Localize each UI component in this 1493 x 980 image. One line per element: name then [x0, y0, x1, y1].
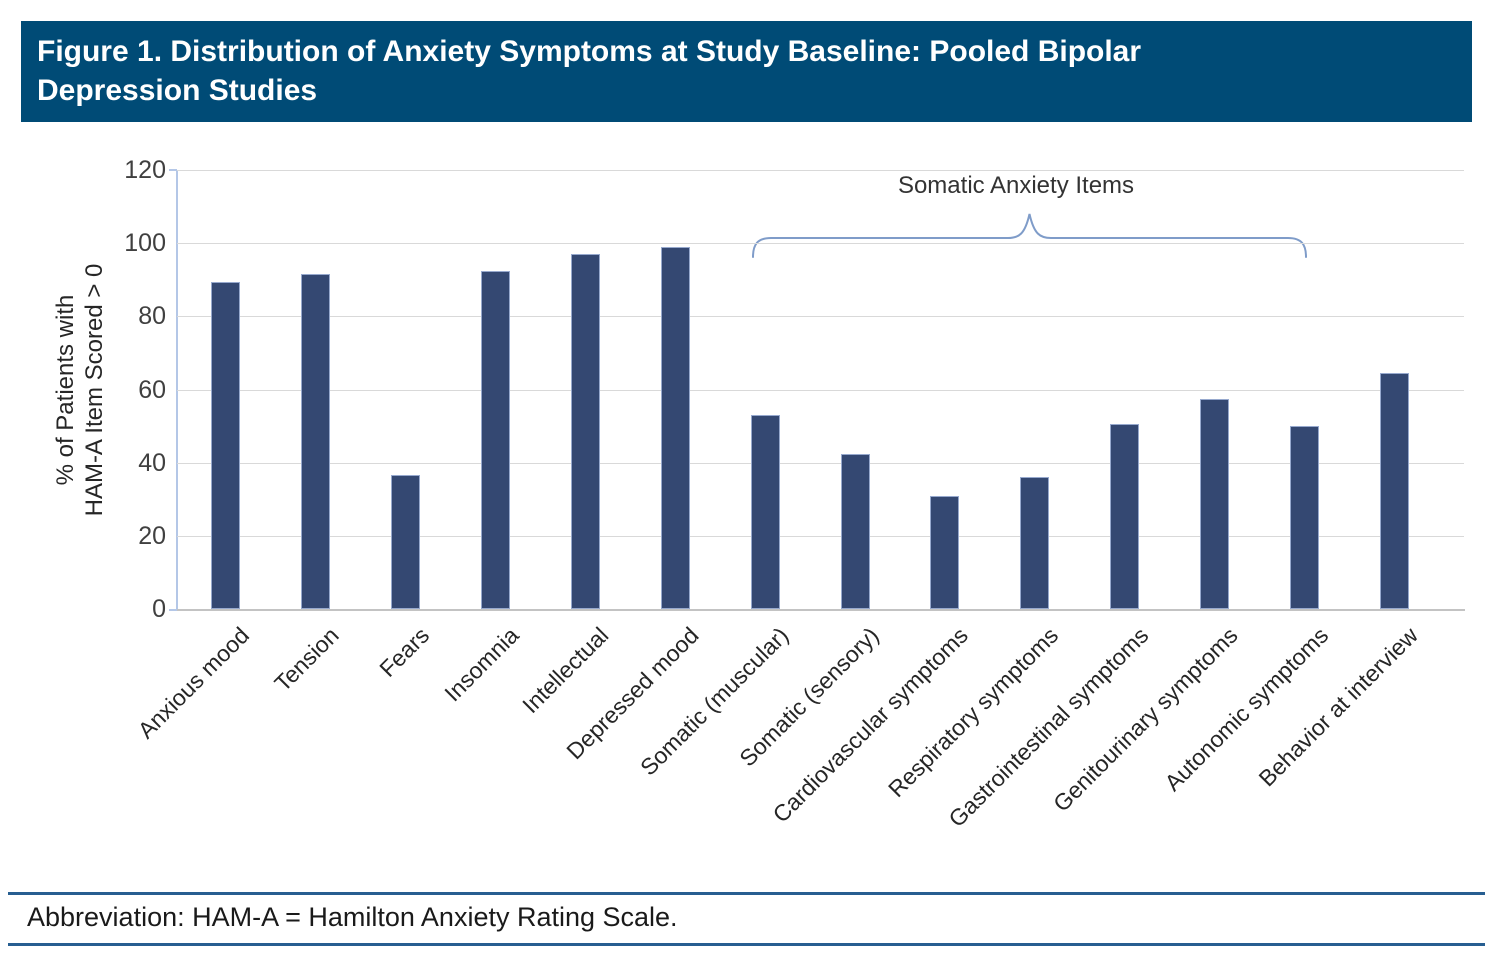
bar-genitourinary-symptoms — [1200, 398, 1230, 609]
y-tick-label-120: 120 — [124, 156, 166, 184]
bar-insomnia — [480, 270, 510, 609]
y-tick-label-40: 40 — [138, 448, 166, 477]
x-label-autonomic-symptoms: Autonomic symptoms — [1159, 622, 1334, 796]
x-label-genitourinary-symptoms: Genitourinary symptoms — [1048, 622, 1244, 817]
y-tick-label-20: 20 — [138, 521, 166, 550]
gridline-60 — [177, 389, 1464, 391]
y-tickmark-120 — [169, 169, 177, 171]
bar-somatic-muscular — [750, 415, 780, 609]
brace-path — [752, 213, 1307, 258]
x-label-respiratory-symptoms: Respiratory symptoms — [883, 622, 1064, 803]
bar-intellectual — [570, 254, 600, 609]
y-tick-label-80: 80 — [138, 302, 166, 331]
x-label-tension: Tension — [269, 622, 344, 697]
somatic-items-brace — [752, 213, 1307, 258]
bar-somatic-sensory — [840, 453, 870, 609]
bar-respiratory-symptoms — [1020, 477, 1050, 609]
gridline-100 — [177, 243, 1464, 245]
y-tickmark-0 — [169, 609, 177, 611]
abbreviation-note: Abbreviation: HAM-A = Hamilton Anxiety R… — [27, 902, 678, 932]
somatic-anxiety-items-label: Somatic Anxiety Items — [897, 172, 1135, 199]
bar-behavior-at-interview — [1380, 373, 1410, 609]
x-label-insomnia: Insomnia — [439, 622, 524, 707]
bar-cardiovascular-symptoms — [930, 495, 960, 609]
gridline-40 — [177, 462, 1464, 464]
y-tick-label-60: 60 — [138, 375, 166, 404]
x-label-anxious-mood: Anxious mood — [132, 622, 254, 744]
x-label-somatic-muscular: Somatic (muscular) — [635, 622, 794, 781]
bar-depressed-mood — [660, 246, 690, 609]
x-axis-line — [176, 609, 1465, 611]
bar-fears — [390, 475, 420, 609]
gridline-120 — [177, 170, 1464, 171]
figure-title-line-2: Depression Studies — [37, 74, 318, 107]
bar-anxious-mood — [211, 281, 240, 609]
figure-title-line-1: Figure 1. Distribution of Anxiety Sympto… — [37, 35, 1142, 68]
gridline-80 — [177, 316, 1464, 318]
x-label-intellectual: Intellectual — [517, 622, 614, 719]
figure-title-bar: Figure 1. Distribution of Anxiety Sympto… — [21, 21, 1472, 122]
bar-gastrointestinal-symptoms — [1110, 424, 1140, 609]
bar-tension — [300, 274, 330, 609]
footer-rule-bottom — [8, 943, 1485, 946]
gridline-20 — [177, 535, 1464, 537]
y-tick-label-0: 0 — [152, 595, 166, 623]
y-tick-label-100: 100 — [124, 229, 166, 258]
x-label-fears: Fears — [373, 622, 434, 682]
footer-rule-top — [8, 892, 1485, 895]
bar-autonomic-symptoms — [1290, 426, 1320, 609]
x-label-behavior-at-interview: Behavior at interview — [1253, 622, 1423, 792]
